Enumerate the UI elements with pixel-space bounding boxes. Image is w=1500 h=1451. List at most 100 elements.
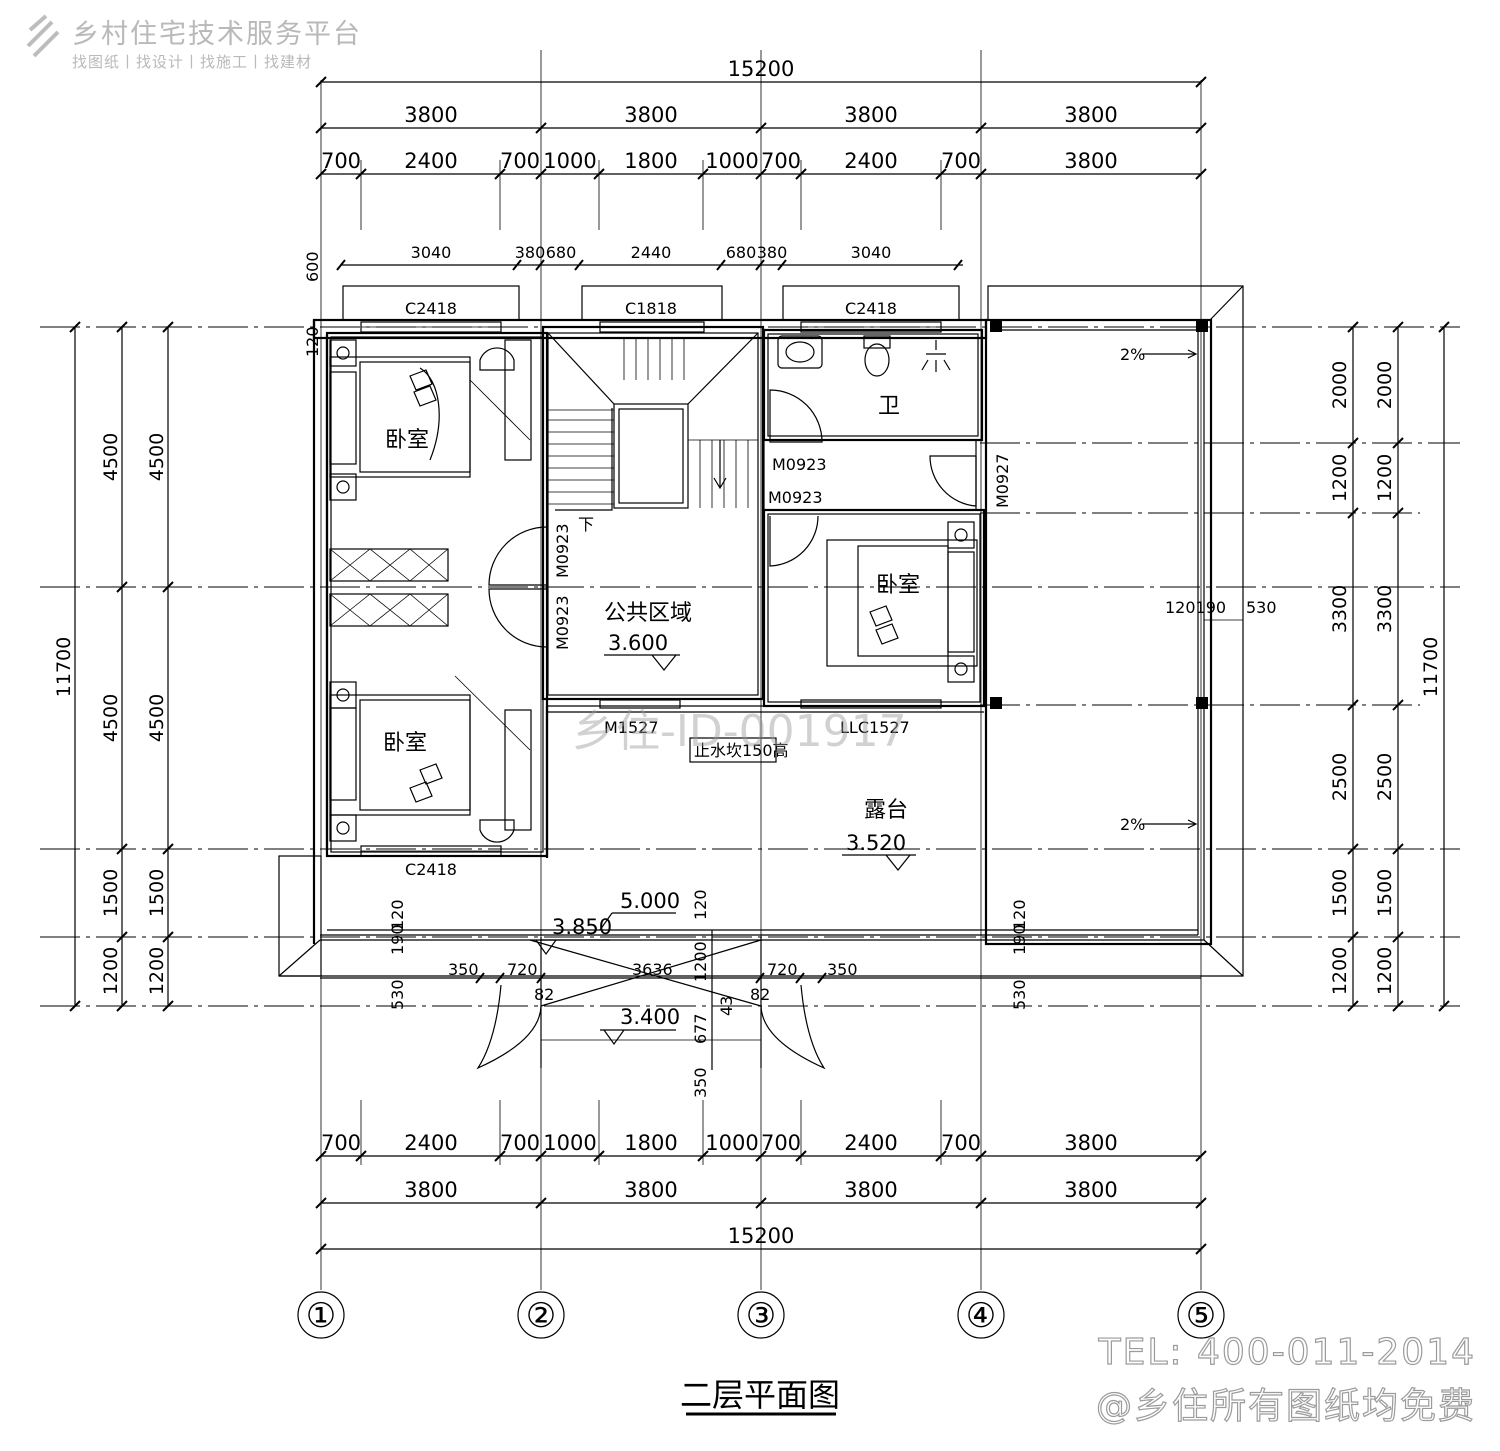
top-dim-sub: 2400: [404, 149, 457, 173]
porch-dim: 350: [448, 960, 479, 979]
right-dim-outer: 2500: [1329, 753, 1351, 801]
bottom-dim-sub: 1000: [543, 1131, 596, 1155]
top-dim-bay: 3800: [624, 103, 677, 127]
porch-dim: 720: [507, 960, 538, 979]
top-dim-sub: 2400: [844, 149, 897, 173]
porch-dim: 1200: [691, 941, 710, 982]
bottom-dim-sub: 700: [941, 1131, 981, 1155]
right-dim-inner: 1500: [1374, 869, 1396, 917]
bottom-dim-total: 15200: [728, 1224, 795, 1248]
bottom-dim-sub: 3800: [1064, 1131, 1117, 1155]
window-label: C2418: [845, 299, 897, 318]
axis-label: ①: [306, 1296, 336, 1336]
porch-dim: 3636: [632, 960, 673, 979]
right-dim-total: 11700: [1420, 637, 1442, 697]
edge-dim: 190: [388, 924, 407, 955]
window-dim: 3040: [851, 243, 892, 262]
dim-120: 120: [303, 326, 322, 357]
slope-label: 2%: [1120, 815, 1145, 834]
watermark-id: 乡住-ID-001917: [572, 706, 907, 757]
door-label: LLC1527: [840, 718, 910, 737]
bottom-dim-bay: 3800: [844, 1178, 897, 1202]
doors: M0923 M0923 M0923 M0923 M0927 M1527 LLC1…: [488, 389, 1012, 763]
top-dim-sub: 700: [761, 149, 801, 173]
porch-dim: 350: [691, 1067, 710, 1098]
right-dim-inner: 3300: [1374, 585, 1396, 633]
room-label-bedroom: 卧室: [383, 731, 427, 756]
bottom-dim-sub: 700: [500, 1131, 540, 1155]
stair: 下: [547, 332, 759, 534]
windows: C2418 C1818 C2418 C2418: [360, 299, 942, 879]
window-dim: 680: [726, 243, 757, 262]
terrace-slope-arrows: 2% 2% 120190 530: [1120, 345, 1277, 834]
top-dim-sub: 1800: [624, 149, 677, 173]
dim-600: 600: [303, 251, 322, 282]
bottom-dim-sub: 2400: [404, 1131, 457, 1155]
left-dim-outer: 4500: [100, 694, 122, 742]
left-dim-inner: 1500: [146, 869, 168, 917]
porch-dim: 43: [717, 996, 736, 1016]
top-dim-sub: 700: [500, 149, 540, 173]
bottom-dim-sub: 1800: [624, 1131, 677, 1155]
bottom-dimensions: 700 2400 700 1000 1800 1000 700 2400 700…: [315, 1100, 1207, 1255]
axis-label: ③: [746, 1296, 776, 1336]
platform-slogan: 找图纸丨找设计丨找施工丨找建材: [72, 53, 312, 71]
right-dim-outer: 2000: [1329, 361, 1351, 409]
top-dim-bay: 3800: [404, 103, 457, 127]
room-label-public: 公共区域: [604, 601, 692, 626]
window-label: C2418: [405, 860, 457, 879]
top-dim-sub: 700: [941, 149, 981, 173]
bottom-dim-sub: 2400: [844, 1131, 897, 1155]
left-dim-outer: 1200: [100, 947, 122, 995]
porch-dim: 82: [534, 985, 554, 1004]
window-dim: 3040: [411, 243, 452, 262]
bottom-dim-bay: 3800: [404, 1178, 457, 1202]
right-dim-outer: 1200: [1329, 454, 1351, 502]
right-dimensions: 2000 1200 3300 2500 1500 1200 2000 1200 …: [1329, 321, 1450, 1012]
edge-dim: 530: [388, 979, 407, 1010]
slope-label: 2%: [1120, 345, 1145, 364]
platform-logo: 乡村住宅技术服务平台 找图纸丨找设计丨找施工丨找建材: [26, 14, 362, 71]
edge-dim: 190: [1010, 924, 1029, 955]
contact-tel: TEL: 400-011-2014: [1098, 1332, 1476, 1373]
door-label: M0923: [768, 488, 823, 507]
rail-dim: 120190: [1165, 598, 1226, 617]
left-dim-inner: 1200: [146, 947, 168, 995]
window-dim: 680: [546, 243, 577, 262]
top-dim-sub: 3800: [1064, 149, 1117, 173]
bathroom-fixtures: [777, 335, 951, 377]
porch-dim: 120: [691, 889, 710, 920]
column: [1196, 320, 1208, 332]
axis-label: ②: [526, 1296, 556, 1336]
door-llc1527: [800, 699, 942, 709]
window-dim: 380: [515, 243, 546, 262]
axis-bubbles: ① ② ③ ④ ⑤: [297, 1291, 1225, 1339]
porch-dim: 82: [750, 985, 770, 1004]
right-dim-outer: 1500: [1329, 869, 1351, 917]
bottom-dim-sub: 700: [761, 1131, 801, 1155]
curb-note: 止水坎150高: [694, 741, 789, 760]
porch-dim: 677: [691, 1013, 710, 1044]
edge-dim: 120: [1010, 899, 1029, 930]
bottom-dim-bay: 3800: [624, 1178, 677, 1202]
column: [1196, 697, 1208, 709]
free-notice: @乡住所有图纸均免费: [1096, 1386, 1476, 1427]
platform-name: 乡村住宅技术服务平台: [72, 19, 362, 50]
edge-dim: 120: [388, 899, 407, 930]
level-canopy: 5.000: [620, 889, 680, 913]
bed-right: [826, 521, 978, 683]
bottom-dim-sub: 1000: [705, 1131, 758, 1155]
right-dim-outer: 1200: [1329, 947, 1351, 995]
window-label: C1818: [625, 299, 677, 318]
top-dim-bay: 3800: [844, 103, 897, 127]
top-dim-total: 15200: [728, 57, 795, 81]
left-dim-outer: 1500: [100, 869, 122, 917]
top-dim-sub: 700: [321, 149, 361, 173]
top-dimensions: 15200 3800 3800 3800 3800 700 2400 700 1…: [303, 57, 1207, 357]
bed-lower-left: [329, 675, 532, 843]
door-label: M0923: [553, 523, 572, 578]
axis-grid-horizontal: [40, 326, 1460, 1007]
column: [990, 697, 1002, 709]
door-label: M0923: [772, 455, 827, 474]
